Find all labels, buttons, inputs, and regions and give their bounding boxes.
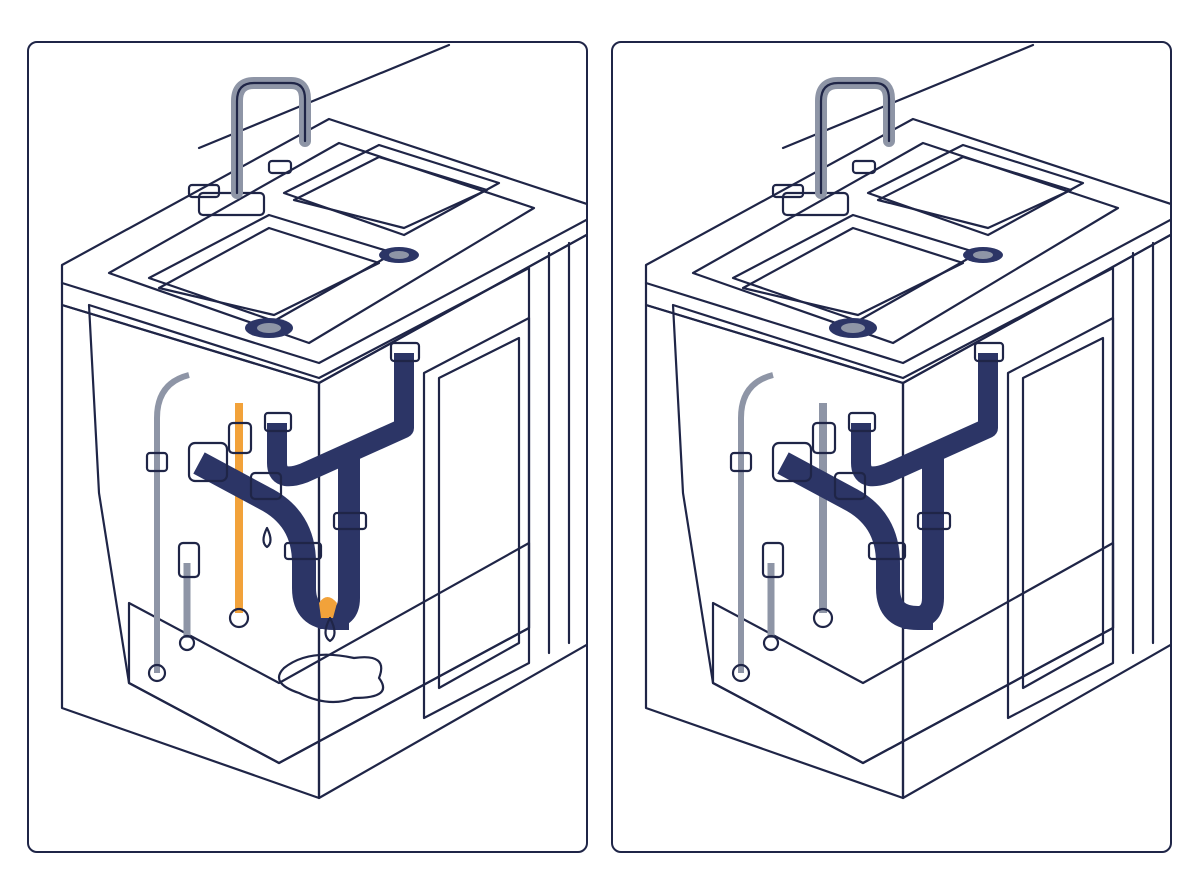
cabinet bbox=[644, 233, 1170, 800]
drain-pipes bbox=[187, 341, 421, 630]
shutoff-valve-left bbox=[729, 451, 753, 473]
slip-joint-nut bbox=[833, 471, 867, 501]
water-puddle bbox=[277, 653, 385, 704]
faucet bbox=[771, 77, 895, 217]
leaking-valve bbox=[227, 421, 253, 455]
crack-highlight bbox=[319, 597, 337, 618]
cabinet bbox=[60, 233, 586, 800]
leaking-sink-panel bbox=[27, 41, 588, 853]
sink-basin-left bbox=[147, 213, 396, 323]
sink-basin-left bbox=[731, 213, 980, 323]
slip-joint-nut bbox=[249, 471, 283, 501]
tailpiece-nut bbox=[847, 411, 877, 433]
stub-valve bbox=[177, 541, 201, 579]
leaking-sink-illustration bbox=[60, 43, 586, 800]
water-drop bbox=[324, 616, 336, 643]
cabinet-door bbox=[1006, 316, 1115, 720]
faucet-handle-left bbox=[187, 183, 221, 199]
sink-basin-right bbox=[866, 143, 1085, 237]
shutoff-valve-left bbox=[145, 451, 169, 473]
water-supply-lines bbox=[145, 372, 253, 683]
wall-drain-fitting bbox=[187, 441, 229, 483]
drain-pipes bbox=[771, 341, 1005, 630]
p-trap bbox=[777, 452, 933, 630]
stub-valve bbox=[761, 541, 785, 579]
valve bbox=[811, 421, 837, 455]
p-trap bbox=[193, 452, 349, 630]
tailpiece-nut bbox=[263, 411, 293, 433]
double-sink bbox=[691, 141, 1120, 345]
water-drop bbox=[262, 526, 272, 549]
faucet-handle-left bbox=[771, 183, 805, 199]
trap-bottom-nut bbox=[283, 541, 323, 561]
trap-nut bbox=[332, 511, 368, 531]
wall-drain-fitting bbox=[771, 441, 813, 483]
leak bbox=[262, 526, 385, 704]
water-supply-lines bbox=[729, 372, 837, 683]
faucet-handle-right bbox=[851, 159, 877, 175]
faucet bbox=[187, 77, 311, 217]
double-sink bbox=[107, 141, 536, 345]
sink-basin-right bbox=[282, 143, 501, 237]
repaired-sink-illustration bbox=[644, 43, 1170, 800]
faucet-handle-right bbox=[267, 159, 293, 175]
repaired-sink-panel bbox=[611, 41, 1172, 853]
trap-bottom-nut bbox=[867, 541, 907, 561]
cabinet-door bbox=[422, 316, 531, 720]
right-drain-nut bbox=[389, 341, 421, 363]
right-drain-nut bbox=[973, 341, 1005, 363]
trap-nut bbox=[916, 511, 952, 531]
